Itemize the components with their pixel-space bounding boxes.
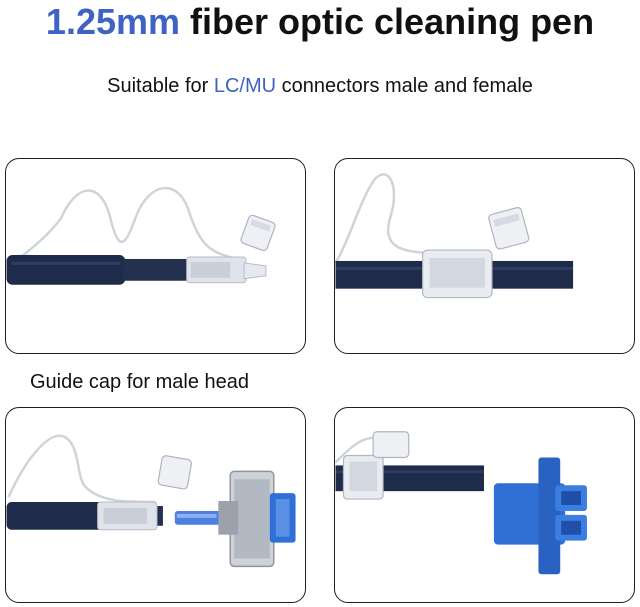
page-title: 1.25mm fiber optic cleaning pen	[0, 0, 640, 44]
photo-pen-with-cap-open	[5, 158, 306, 354]
title-accent: 1.25mm	[45, 1, 181, 42]
subtitle-suffix: connectors male and female	[276, 75, 533, 97]
cleaning-pen-illustration	[6, 186, 276, 285]
subtitle: Suitable for LC/MU connectors male and f…	[0, 75, 640, 98]
photo-pen-and-lc-adapter	[334, 407, 635, 603]
pen-and-lc-adapter-illustration	[335, 431, 587, 575]
title-text: fiber optic cleaning pen	[180, 1, 595, 42]
pen-into-adapter-illustration	[6, 434, 296, 568]
cleaning-pen-capped-illustration	[335, 173, 574, 299]
photo-pen-capped	[334, 158, 635, 354]
subtitle-connector-type: LC/MU	[213, 75, 277, 97]
guide-cap-caption: Guide cap for male head	[30, 371, 250, 393]
subtitle-prefix: Suitable for	[107, 75, 214, 97]
photo-pen-into-adapter	[5, 407, 306, 603]
